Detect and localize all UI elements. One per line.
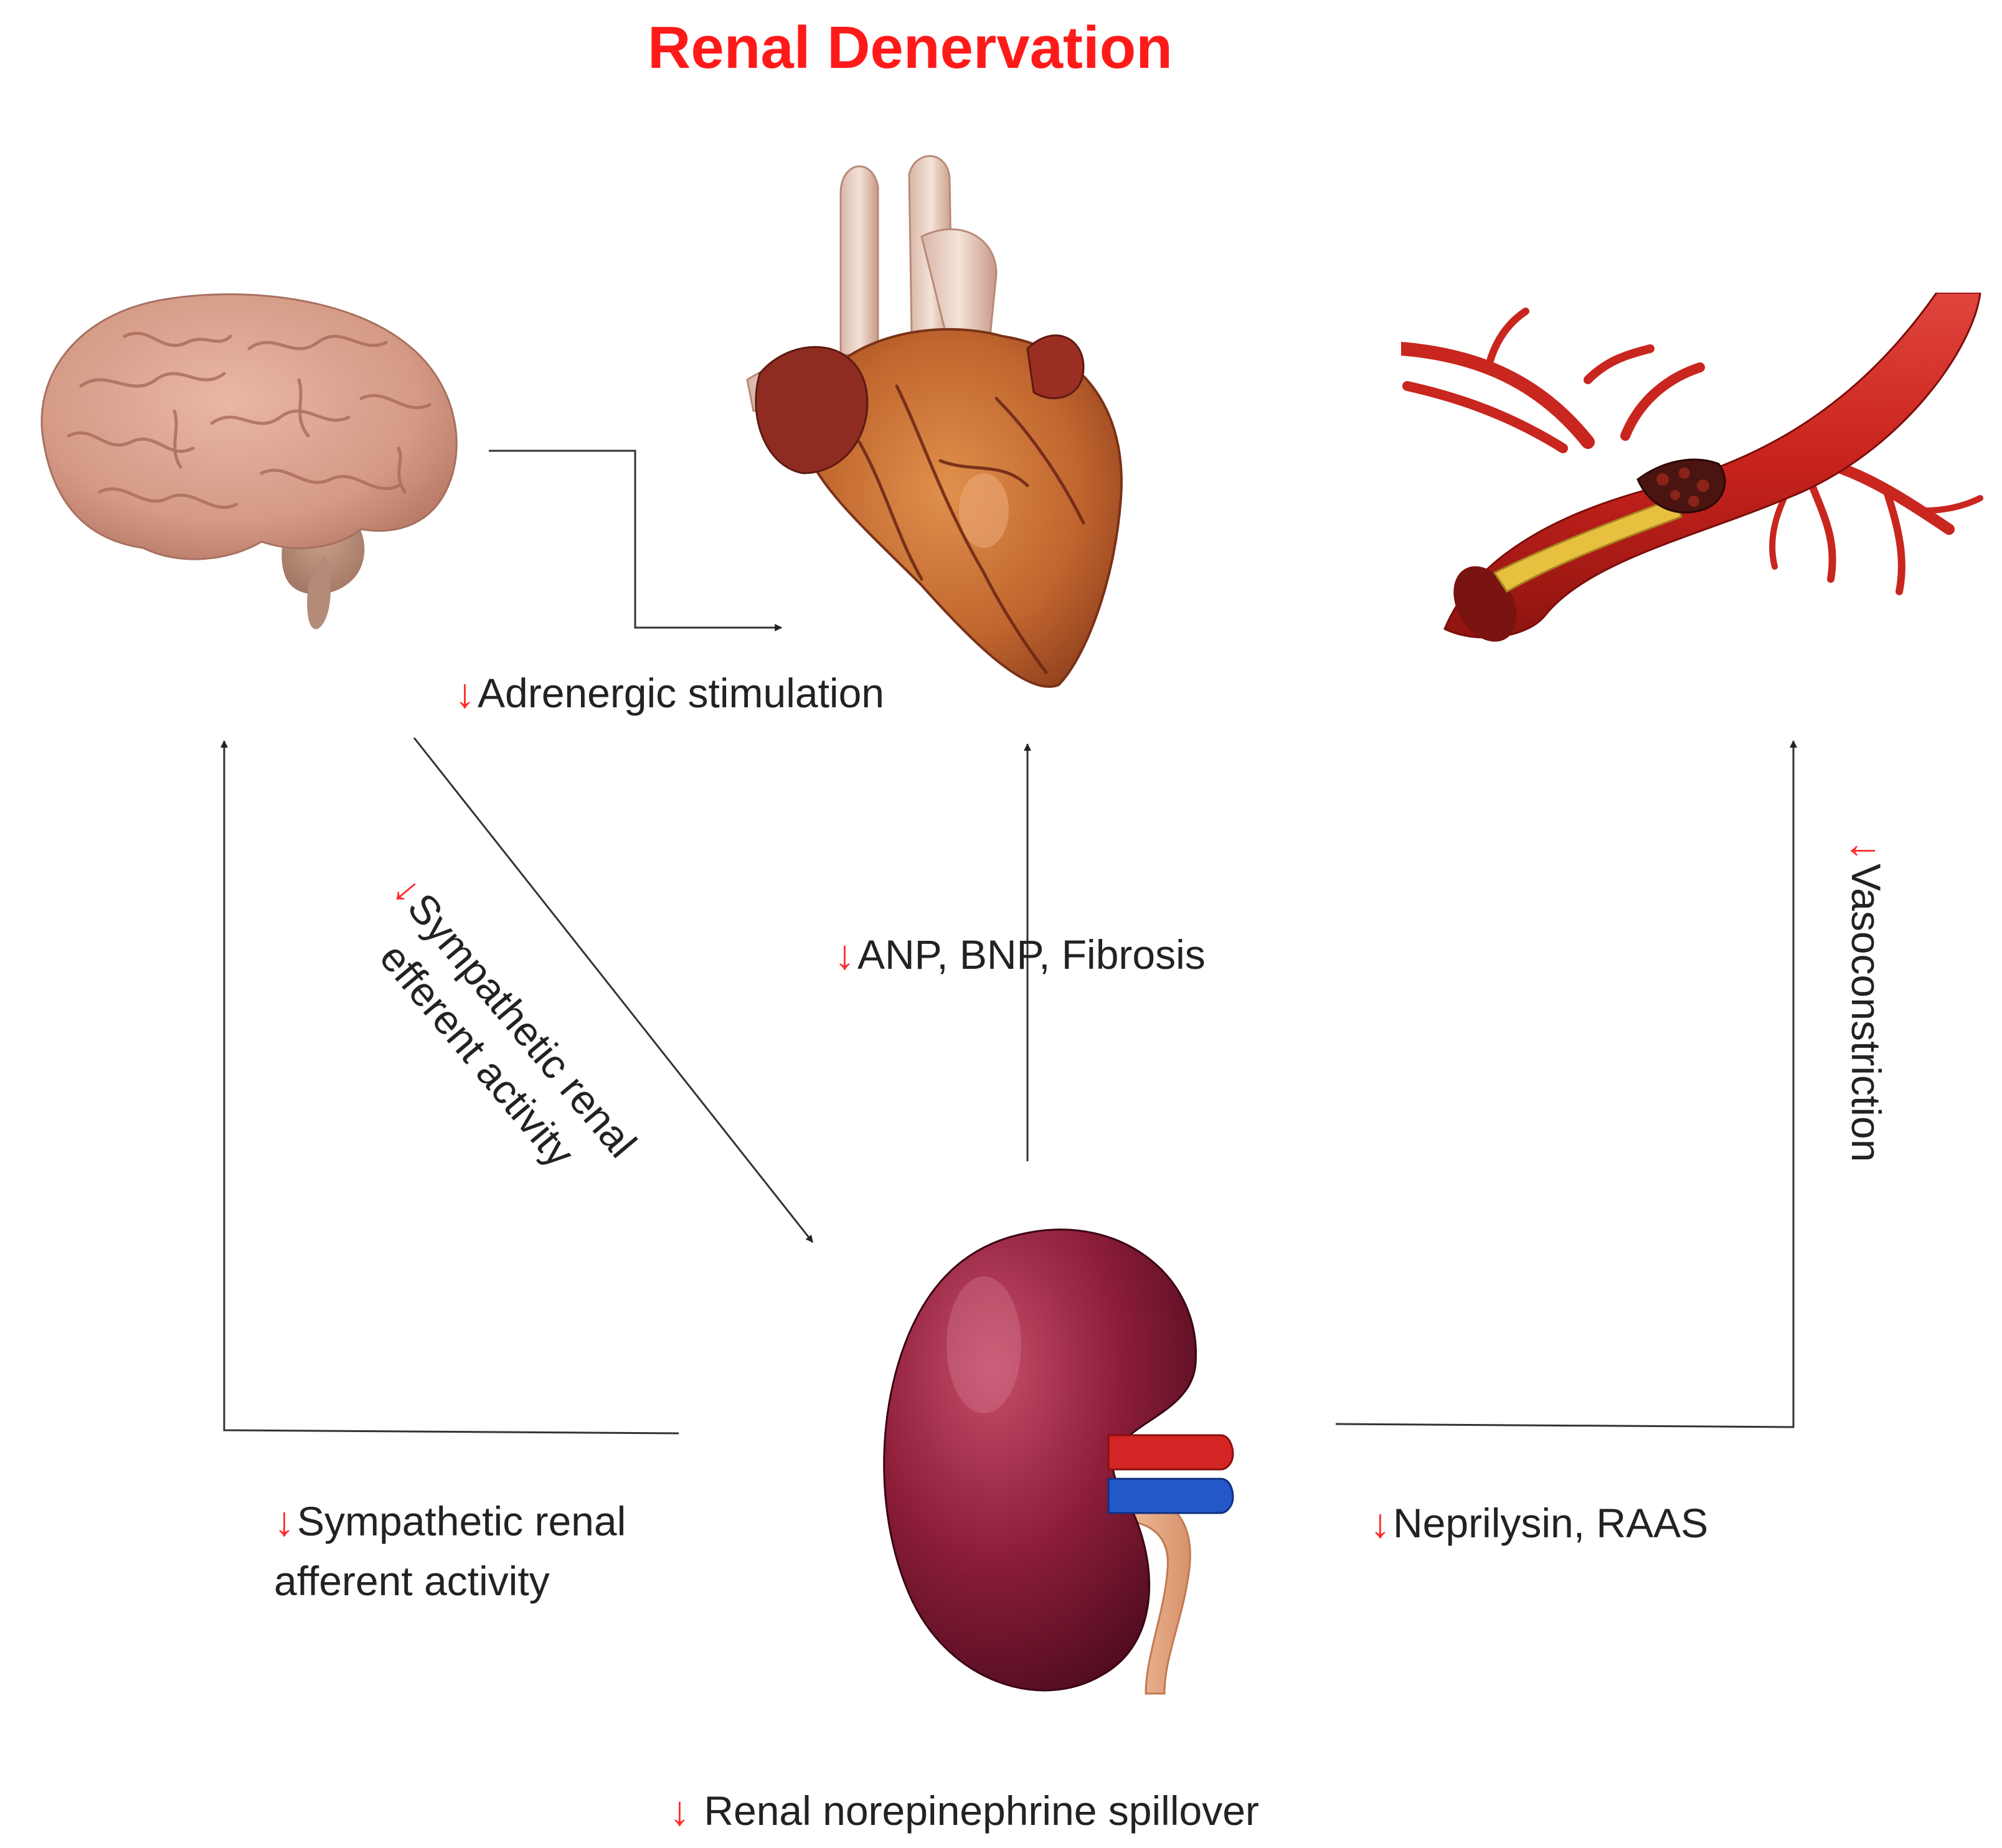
heart-illustration <box>746 155 1123 688</box>
anp-bnp-text: ANP, BNP, Fibrosis <box>857 931 1206 978</box>
down-arrow-icon: ↓ <box>834 931 855 978</box>
kidney-to-brain-arrow <box>220 740 679 1435</box>
label-sympathetic-afferent: ↓Sympathetic renal afferent activity <box>274 1491 626 1611</box>
brain-illustration <box>40 293 458 629</box>
label-anp-bnp-fibrosis: ↓ANP, BNP, Fibrosis <box>834 925 1206 984</box>
occluded-artery-illustration <box>1401 293 1983 642</box>
kidney-to-artery-arrow <box>1335 740 1797 1428</box>
label-adrenergic-stimulation: ↓Adrenergic stimulation <box>455 663 884 723</box>
afferent-text-line2: afferent activity <box>274 1558 550 1604</box>
adrenergic-text: Adrenergic stimulation <box>478 670 884 716</box>
label-vasoconstriction: ↓ Vasoconstriction <box>1836 841 1896 1162</box>
brain-to-heart-arrow <box>489 450 783 631</box>
brain-to-kidney-arrow <box>413 737 814 1243</box>
kidney-illustration <box>883 1228 1234 1695</box>
down-arrow-icon: ↓ <box>1843 841 1889 861</box>
spillover-text: Renal norepinephrine spillover <box>704 1788 1259 1834</box>
label-norepinephrine-spillover: ↓ Renal norepinephrine spillover <box>669 1781 1259 1841</box>
down-arrow-icon: ↓ <box>669 1788 690 1834</box>
diagram-title: Renal Denervation <box>648 14 1173 81</box>
down-arrow-icon: ↓ <box>274 1498 295 1544</box>
down-arrow-icon: ↓ <box>1370 1500 1391 1546</box>
vasoconstriction-text: Vasoconstriction <box>1843 864 1889 1162</box>
down-arrow-icon: ↓ <box>455 670 475 716</box>
afferent-text-line1: Sympathetic renal <box>297 1498 626 1544</box>
neprilysin-text: Neprilysin, RAAS <box>1393 1500 1709 1546</box>
label-neprilysin-raas: ↓Neprilysin, RAAS <box>1370 1493 1708 1553</box>
